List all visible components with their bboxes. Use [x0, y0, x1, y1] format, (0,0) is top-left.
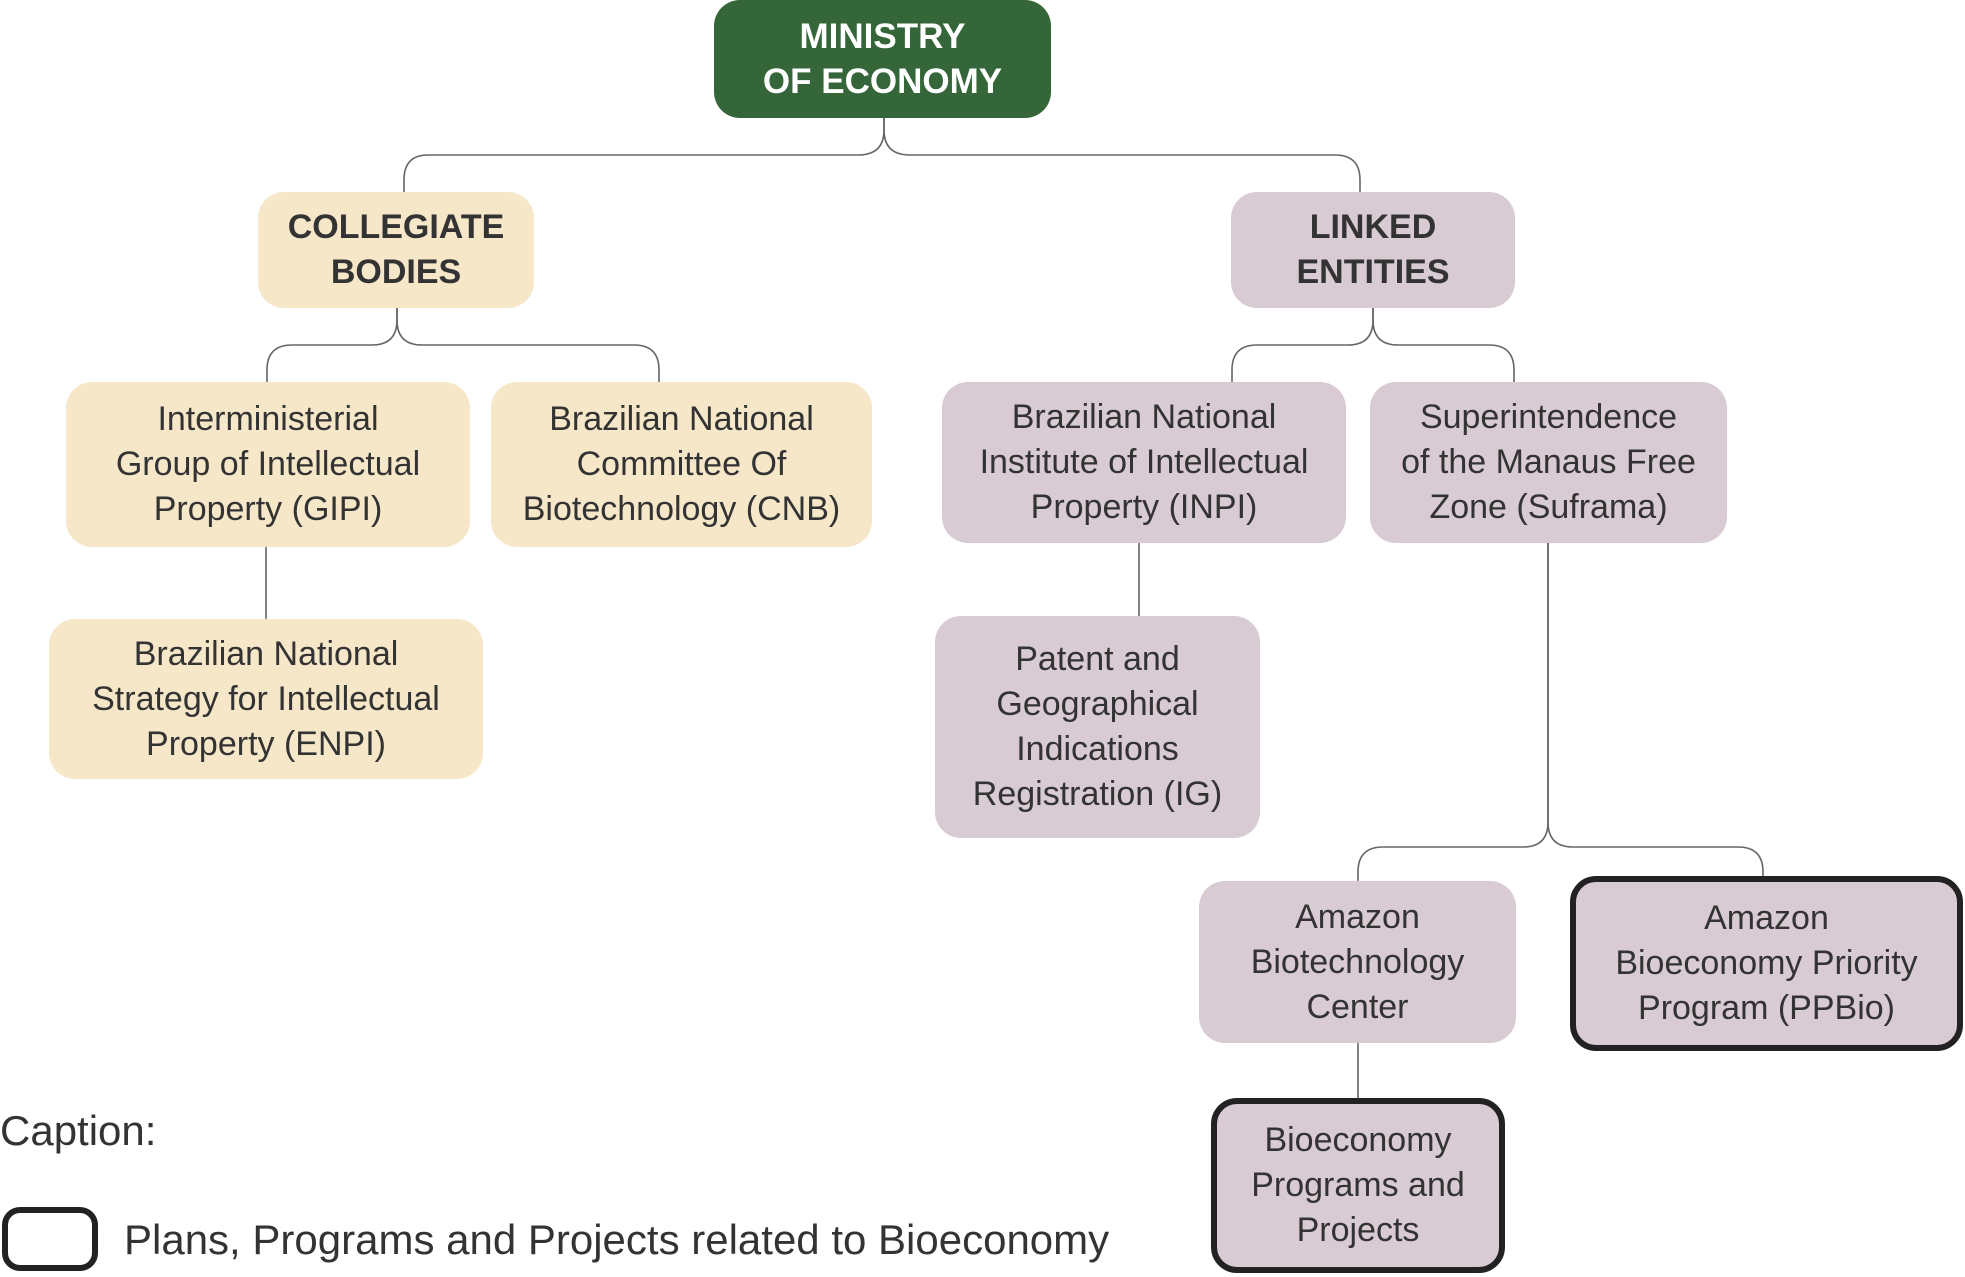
node-suframa: Superintendence of the Manaus Free Zone … [1370, 382, 1727, 543]
connector-ministry-collegiate [403, 118, 885, 192]
connector-linked-inpi [1231, 308, 1374, 382]
node-ig-registration: Patent and Geographical Indications Regi… [935, 616, 1260, 838]
connector-linked-suframa [1372, 308, 1515, 382]
node-gipi: Interministerial Group of Intellectual P… [66, 382, 470, 547]
connector-collegiate-gipi [266, 308, 398, 382]
node-amazon-biotechnology-center: Amazon Biotechnology Center [1199, 881, 1516, 1043]
legend-swatch [2, 1207, 98, 1271]
connector-suframa-cba [1357, 543, 1549, 881]
caption-title: Caption: [0, 1107, 157, 1154]
node-collegiate-bodies: COLLEGIATE BODIES [258, 192, 534, 308]
connector-collegiate-cnb [396, 308, 660, 382]
connector-ministry-linked [883, 118, 1361, 192]
node-enpi: Brazilian National Strategy for Intellec… [49, 619, 483, 779]
node-bioeconomy-programs: Bioeconomy Programs and Projects [1211, 1098, 1505, 1273]
legend-label: Plans, Programs and Projects related to … [124, 1216, 1110, 1263]
node-cnb: Brazilian National Committee Of Biotechn… [491, 382, 872, 547]
node-ppbio: Amazon Bioeconomy Priority Program (PPBi… [1570, 876, 1963, 1051]
node-ministry-of-economy: MINISTRY OF ECONOMY [714, 0, 1051, 118]
node-inpi: Brazilian National Institute of Intellec… [942, 382, 1346, 543]
node-linked-entities: LINKED ENTITIES [1231, 192, 1515, 308]
connector-suframa-ppbio [1547, 543, 1764, 881]
